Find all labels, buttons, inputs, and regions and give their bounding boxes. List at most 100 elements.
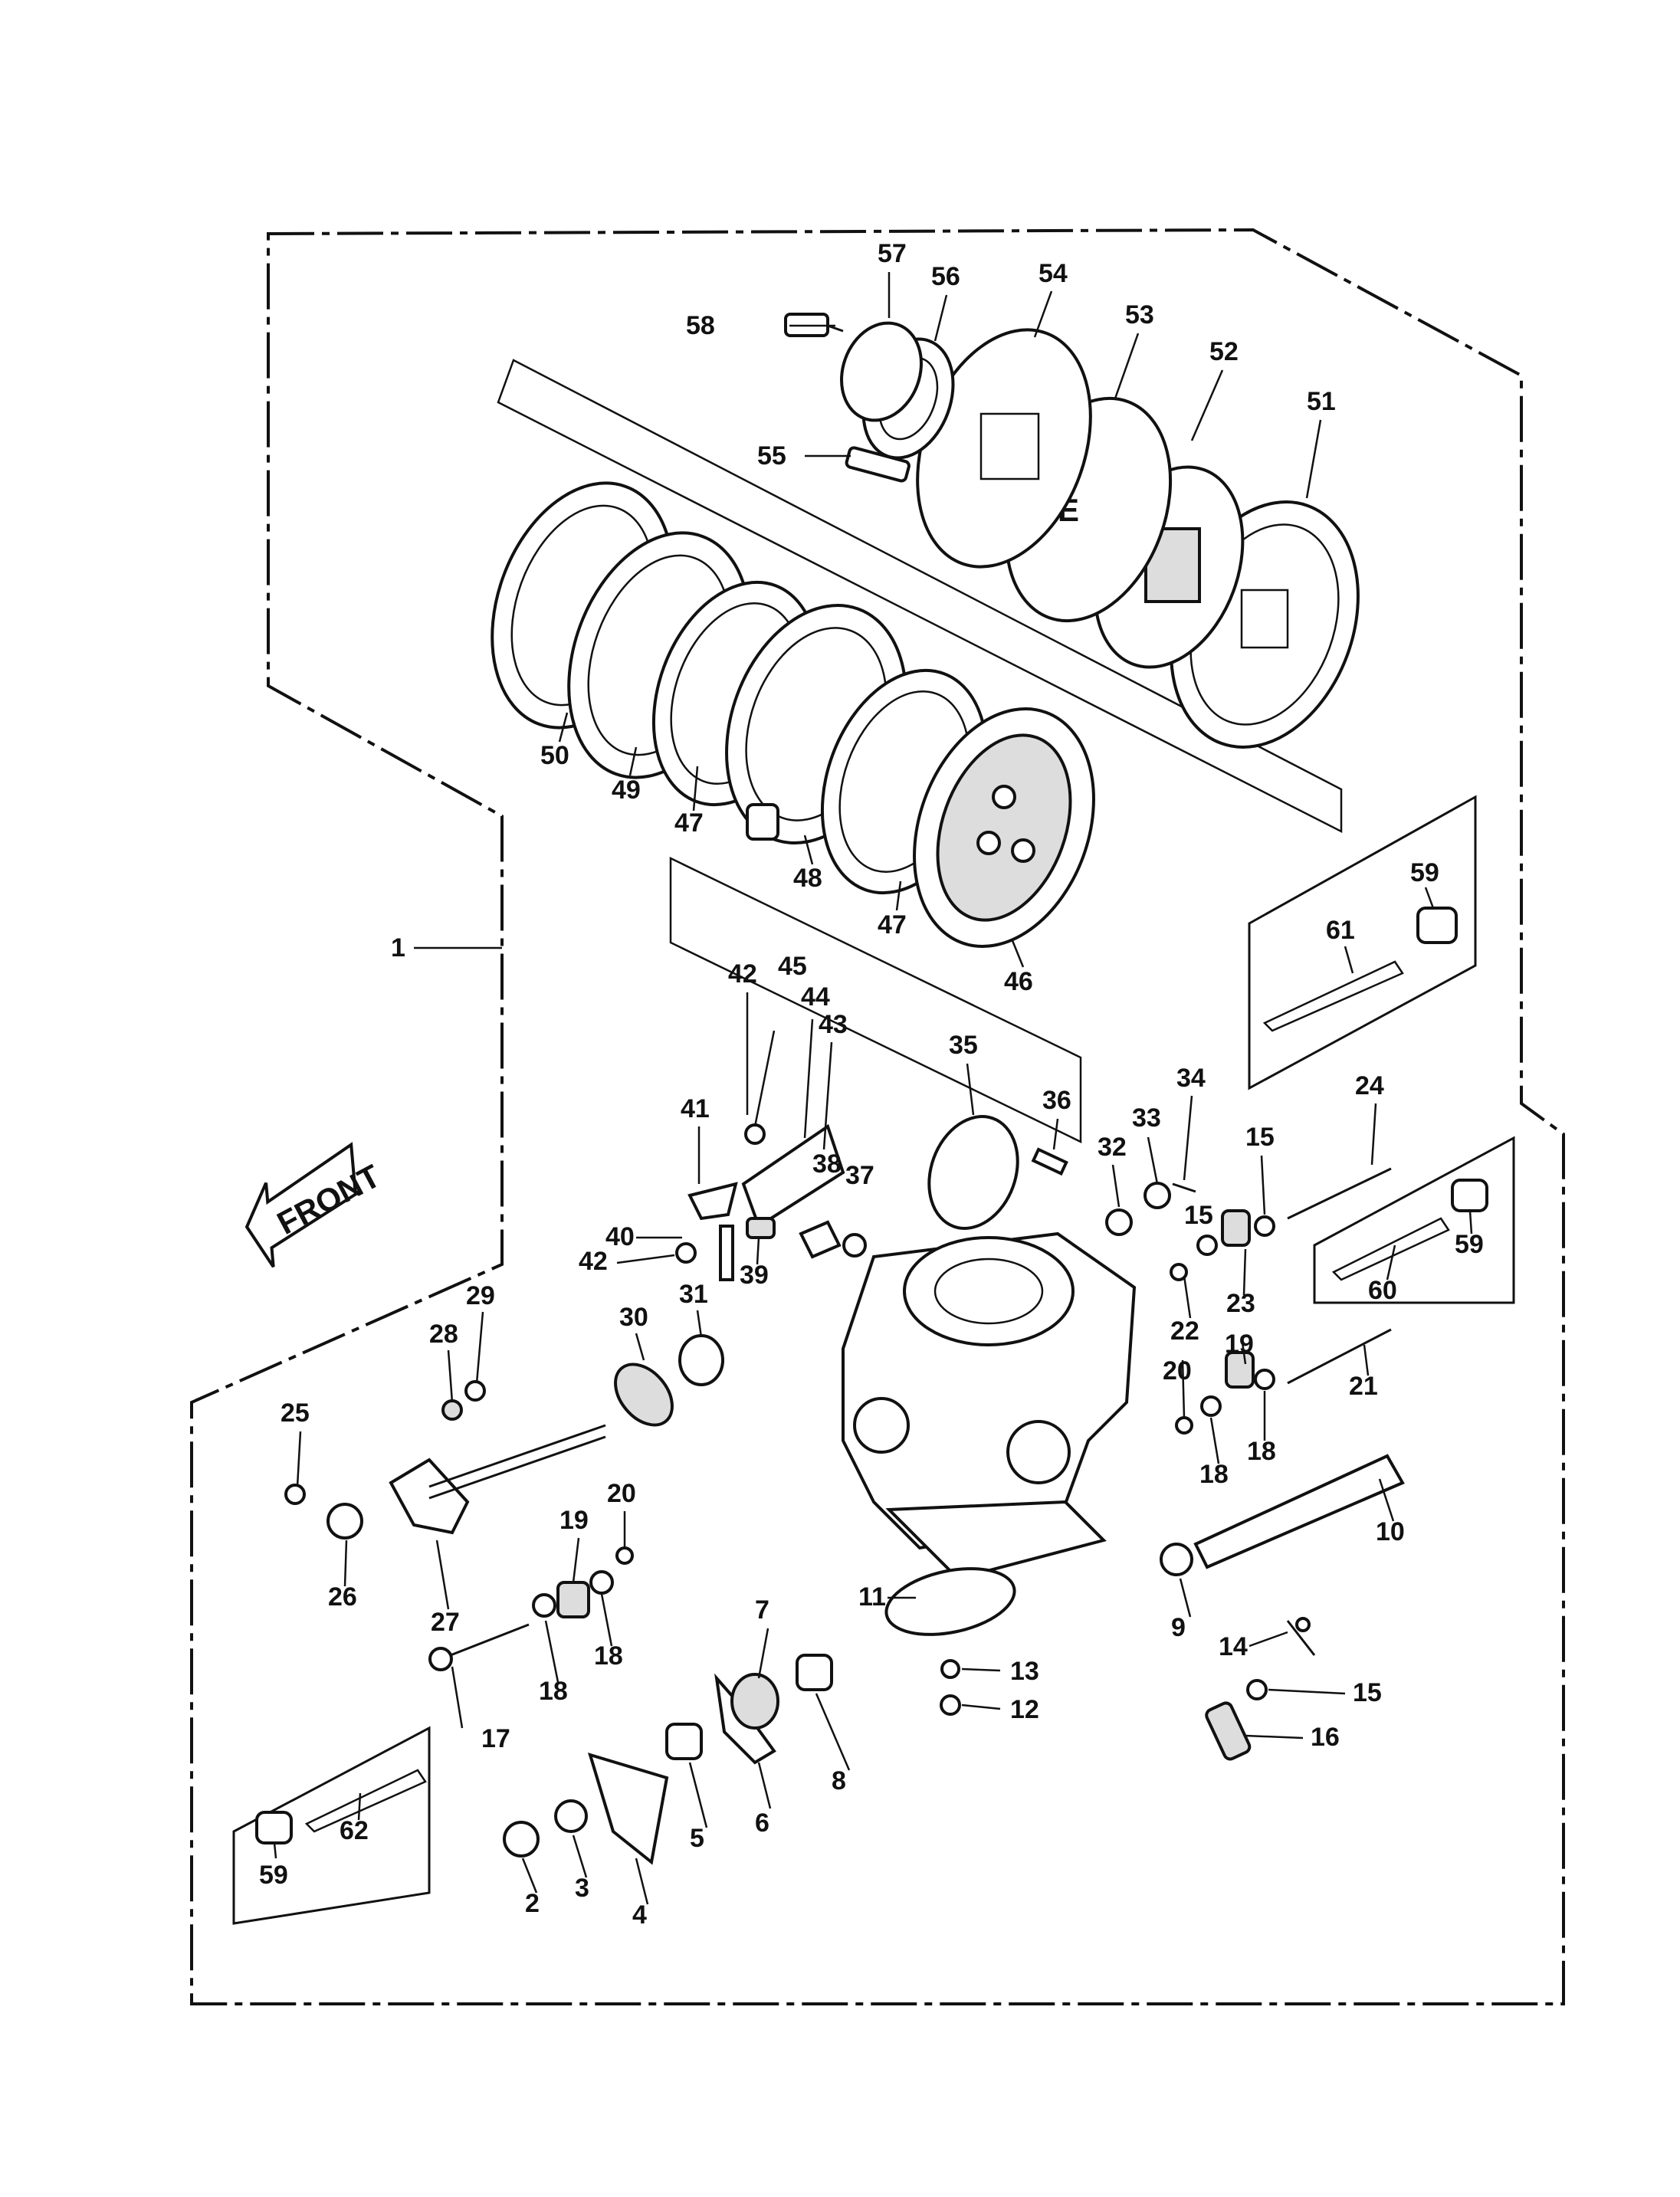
callout-13: 13 [1010,1657,1039,1686]
washer-15-a [1196,1235,1218,1256]
callouts: 1 2 3 4 5 6 7 8 9 10 11 12 13 14 15 15 1… [259,239,1484,1930]
callout-18-c: 18 [1199,1460,1229,1489]
callout-6: 6 [755,1808,769,1838]
leader-line [1363,1344,1370,1376]
leader-line [1052,1118,1059,1150]
callout-33: 33 [1132,1103,1161,1133]
callout-4: 4 [632,1900,647,1930]
leader-line [628,746,638,776]
leader-line [822,1041,833,1150]
leader-line [447,1349,454,1403]
callout-40: 40 [605,1222,635,1251]
cap-57 [840,321,923,422]
screw-12 [940,1694,961,1716]
callout-2: 2 [525,1889,540,1918]
washer-18-left-b [589,1570,614,1595]
diaphragm-46 [913,707,1095,948]
bushing-5 [665,1723,703,1760]
leader-line [616,1254,675,1264]
callout-59-b: 59 [1455,1230,1484,1259]
knob-26 [326,1503,363,1540]
bushing-31 [678,1334,724,1386]
callout-19-b: 19 [1225,1330,1254,1359]
leader-lines [273,272,1473,1905]
callout-5: 5 [690,1824,704,1853]
leader-line [961,1703,1001,1710]
screw-36 [1031,1147,1068,1176]
leader-line [357,1792,362,1821]
callout-62: 62 [340,1816,369,1845]
callout-59-a: 59 [1410,858,1439,887]
leader-line [692,766,699,812]
leader-line [961,1667,1001,1672]
leader-line [1378,1478,1395,1522]
leader-line [757,1762,772,1809]
leader-line [757,1628,769,1679]
pin-40 [719,1225,734,1281]
callout-3: 3 [575,1874,589,1903]
leader-line [895,880,902,911]
diaphragm-35 [927,1115,1019,1230]
spring-39 [746,1217,776,1239]
callout-41: 41 [681,1094,710,1123]
leader-line [451,1666,464,1729]
inset-box-62 [232,1726,431,1925]
callout-20-b: 20 [1163,1356,1192,1385]
leader-line [753,1030,776,1127]
needle-62 [304,1769,427,1833]
cap-59-a [1416,907,1458,944]
callout-26: 26 [328,1582,357,1612]
spring-7 [730,1673,779,1730]
callout-47-a: 47 [674,808,704,838]
leader-line [475,1311,484,1384]
callout-49: 49 [612,776,641,805]
leader-line [696,1310,703,1338]
leader-line [1190,369,1224,441]
spring-16 [1205,1701,1252,1761]
leader-line [966,1063,975,1116]
needle-24 [1287,1167,1392,1220]
callout-34: 34 [1176,1064,1206,1093]
leader-line [273,1842,277,1859]
callout-18-b: 18 [594,1641,623,1671]
callout-12: 12 [1010,1695,1039,1724]
callout-7: 7 [755,1595,769,1625]
callout-32: 32 [1098,1133,1127,1162]
cap-59-b [1451,1179,1488,1212]
washer-33 [1144,1182,1171,1209]
needle-61 [1262,960,1404,1032]
gasket-11 [884,1567,1016,1636]
shaft-10 [1193,1454,1405,1569]
leader-line [1179,1578,1192,1618]
leader-line [1424,887,1435,909]
leader-line [1245,1734,1304,1740]
callout-35: 35 [949,1031,978,1060]
leader-line [1181,1359,1186,1418]
washer-18-right-b [1254,1369,1275,1390]
leader-line [1344,946,1354,974]
callout-15-a: 15 [1245,1123,1275,1152]
callout-18-d: 18 [1247,1437,1276,1466]
washer-15-bottom [1246,1679,1268,1700]
leader-line [815,1693,851,1771]
leader-line [803,835,814,865]
callout-54: 54 [1039,259,1068,288]
callout-15-c: 15 [1353,1678,1382,1707]
needle-60 [1331,1217,1450,1281]
callout-42-a: 42 [728,959,757,989]
callout-51: 51 [1307,387,1336,416]
callout-18-a: 18 [539,1677,568,1706]
callout-17: 17 [481,1724,510,1753]
leader-line [1305,419,1322,499]
leader-line [1370,1103,1377,1166]
carburetor-body [842,1231,1137,1581]
cap-59-c [255,1811,293,1844]
leader-line [688,1762,708,1828]
callout-14: 14 [1219,1632,1248,1661]
leader-line [1386,1244,1396,1280]
callout-60: 60 [1368,1276,1397,1305]
needle-21 [1287,1328,1392,1385]
leader-line [635,1333,645,1361]
washer-3 [554,1799,588,1833]
